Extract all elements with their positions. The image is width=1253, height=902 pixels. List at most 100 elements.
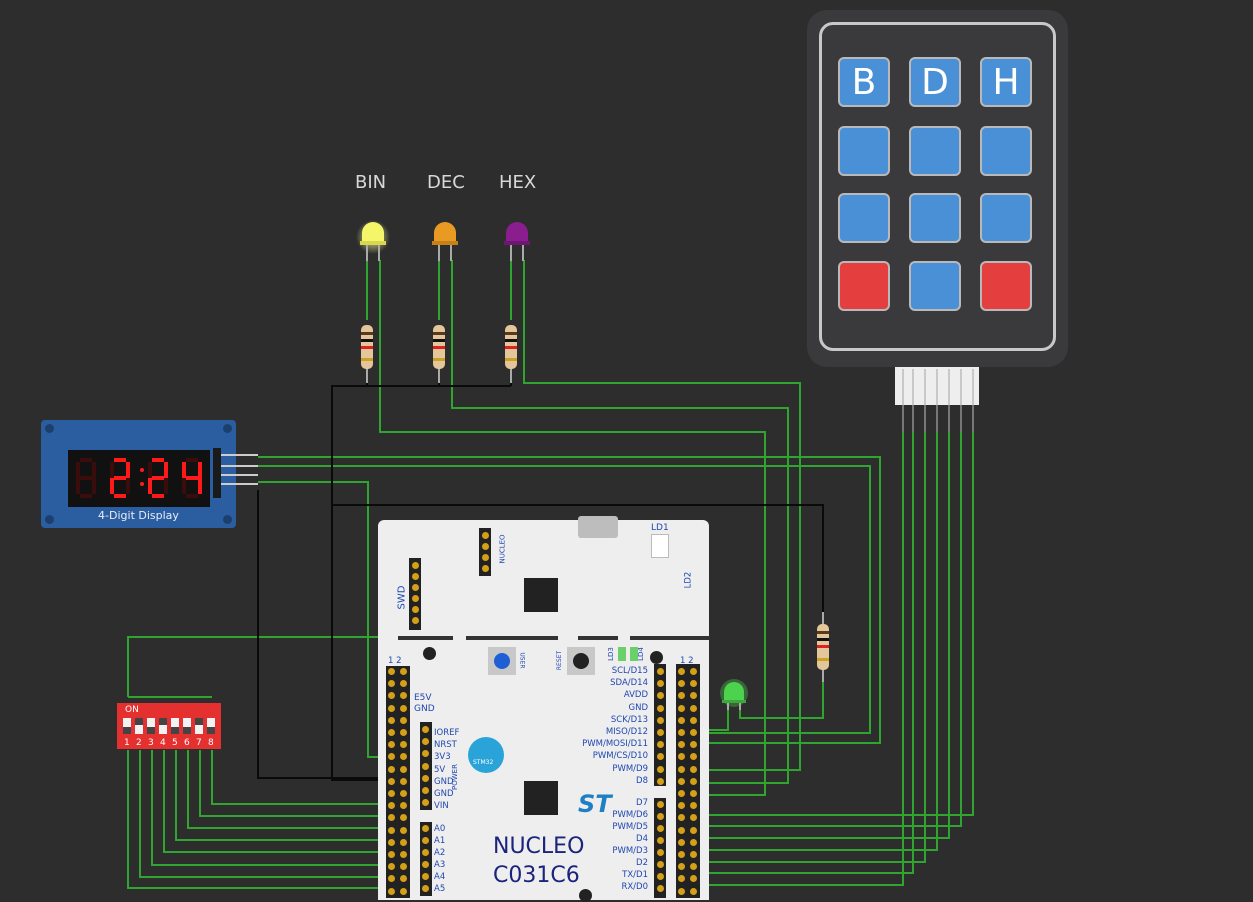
- header-pin[interactable]: [678, 741, 685, 749]
- header-pin[interactable]: [657, 849, 664, 856]
- header-pin[interactable]: [482, 543, 489, 550]
- header-pin[interactable]: [657, 777, 664, 785]
- header-pin[interactable]: [388, 680, 395, 688]
- key-d[interactable]: D: [909, 57, 961, 107]
- key-r3c2[interactable]: [909, 193, 961, 243]
- header-pin[interactable]: [678, 680, 685, 688]
- header-pin[interactable]: [388, 838, 395, 846]
- led-dec[interactable]: [432, 222, 458, 261]
- header-pin[interactable]: [388, 814, 395, 822]
- key-r2c2[interactable]: [909, 126, 961, 176]
- header-pin[interactable]: [388, 826, 395, 834]
- header-pin[interactable]: [422, 726, 429, 733]
- header-pin[interactable]: [400, 692, 407, 700]
- header-pin[interactable]: [657, 885, 664, 892]
- key-r4c2[interactable]: [909, 261, 961, 311]
- header-pin[interactable]: [400, 741, 407, 749]
- header-pin[interactable]: [678, 814, 685, 822]
- header-pin[interactable]: [422, 849, 429, 856]
- header-pin[interactable]: [388, 692, 395, 700]
- header-pin[interactable]: [657, 753, 664, 761]
- header-pin[interactable]: [678, 875, 685, 883]
- header-pin[interactable]: [690, 838, 697, 846]
- user-button[interactable]: [488, 647, 516, 675]
- dip-switch-2[interactable]: [135, 718, 143, 734]
- header-pin[interactable]: [690, 741, 697, 749]
- header-pin[interactable]: [400, 838, 407, 846]
- header-pin[interactable]: [657, 704, 664, 712]
- header-pin[interactable]: [690, 777, 697, 785]
- header-pin[interactable]: [690, 668, 697, 675]
- header-pin[interactable]: [400, 729, 407, 736]
- header-pin[interactable]: [422, 750, 429, 758]
- key-r2c3[interactable]: [980, 126, 1032, 176]
- header-pin[interactable]: [678, 753, 685, 761]
- header-pin[interactable]: [678, 863, 685, 871]
- header-pin[interactable]: [657, 692, 664, 700]
- header-pin[interactable]: [690, 814, 697, 822]
- key-r2c1[interactable]: [838, 126, 890, 176]
- header-pin[interactable]: [400, 851, 407, 858]
- header-pin[interactable]: [690, 716, 697, 724]
- header-pin[interactable]: [690, 729, 697, 736]
- header-pin[interactable]: [657, 813, 664, 820]
- header-pin[interactable]: [690, 692, 697, 700]
- header-pin[interactable]: [657, 801, 664, 808]
- header-pin[interactable]: [388, 851, 395, 858]
- header-pin[interactable]: [482, 565, 489, 572]
- header-pin[interactable]: [657, 716, 664, 724]
- header-pin[interactable]: [690, 704, 697, 712]
- header-pin[interactable]: [690, 790, 697, 797]
- header-pin[interactable]: [678, 802, 685, 810]
- status-led[interactable]: [722, 682, 746, 710]
- header-pin[interactable]: [400, 680, 407, 688]
- header-pin[interactable]: [422, 774, 429, 782]
- header-pin[interactable]: [388, 790, 395, 797]
- header-pin[interactable]: [400, 887, 407, 895]
- header-pin[interactable]: [400, 716, 407, 724]
- header-pin[interactable]: [400, 753, 407, 761]
- dip-switch-3[interactable]: [147, 718, 155, 734]
- header-pin[interactable]: [400, 790, 407, 797]
- header-pin[interactable]: [422, 787, 429, 794]
- key-h[interactable]: H: [980, 57, 1032, 107]
- header-pin[interactable]: [388, 777, 395, 785]
- header-pin[interactable]: [678, 851, 685, 858]
- header-pin[interactable]: [422, 885, 429, 892]
- header-pin[interactable]: [657, 825, 664, 832]
- header-pin[interactable]: [400, 814, 407, 822]
- header-pin[interactable]: [388, 668, 395, 675]
- key-b[interactable]: B: [838, 57, 890, 107]
- header-pin[interactable]: [400, 668, 407, 675]
- header-pin[interactable]: [388, 704, 395, 712]
- header-pin[interactable]: [678, 704, 685, 712]
- header-pin[interactable]: [690, 863, 697, 871]
- header-pin[interactable]: [678, 729, 685, 736]
- header-pin[interactable]: [412, 617, 419, 624]
- dip-switch-5[interactable]: [171, 718, 179, 734]
- header-pin[interactable]: [690, 680, 697, 688]
- header-pin[interactable]: [657, 837, 664, 844]
- header-pin[interactable]: [690, 765, 697, 773]
- header-pin[interactable]: [400, 704, 407, 712]
- header-pin[interactable]: [388, 753, 395, 761]
- header-pin[interactable]: [690, 887, 697, 895]
- header-pin[interactable]: [690, 826, 697, 834]
- header-pin[interactable]: [657, 680, 664, 688]
- header-pin[interactable]: [678, 765, 685, 773]
- header-pin[interactable]: [412, 573, 419, 580]
- header-pin[interactable]: [422, 762, 429, 770]
- header-pin[interactable]: [678, 790, 685, 797]
- dip-switch-1[interactable]: [123, 718, 131, 734]
- resistor-status[interactable]: [817, 612, 829, 682]
- resistor-hex[interactable]: [505, 325, 517, 383]
- header-pin[interactable]: [678, 777, 685, 785]
- header-pin[interactable]: [657, 873, 664, 880]
- led-hex[interactable]: [504, 222, 530, 261]
- resistor-dec[interactable]: [433, 325, 445, 383]
- header-pin[interactable]: [400, 863, 407, 871]
- header-pin[interactable]: [412, 562, 419, 569]
- header-pin[interactable]: [412, 606, 419, 613]
- header-pin[interactable]: [400, 802, 407, 810]
- header-pin[interactable]: [657, 729, 664, 736]
